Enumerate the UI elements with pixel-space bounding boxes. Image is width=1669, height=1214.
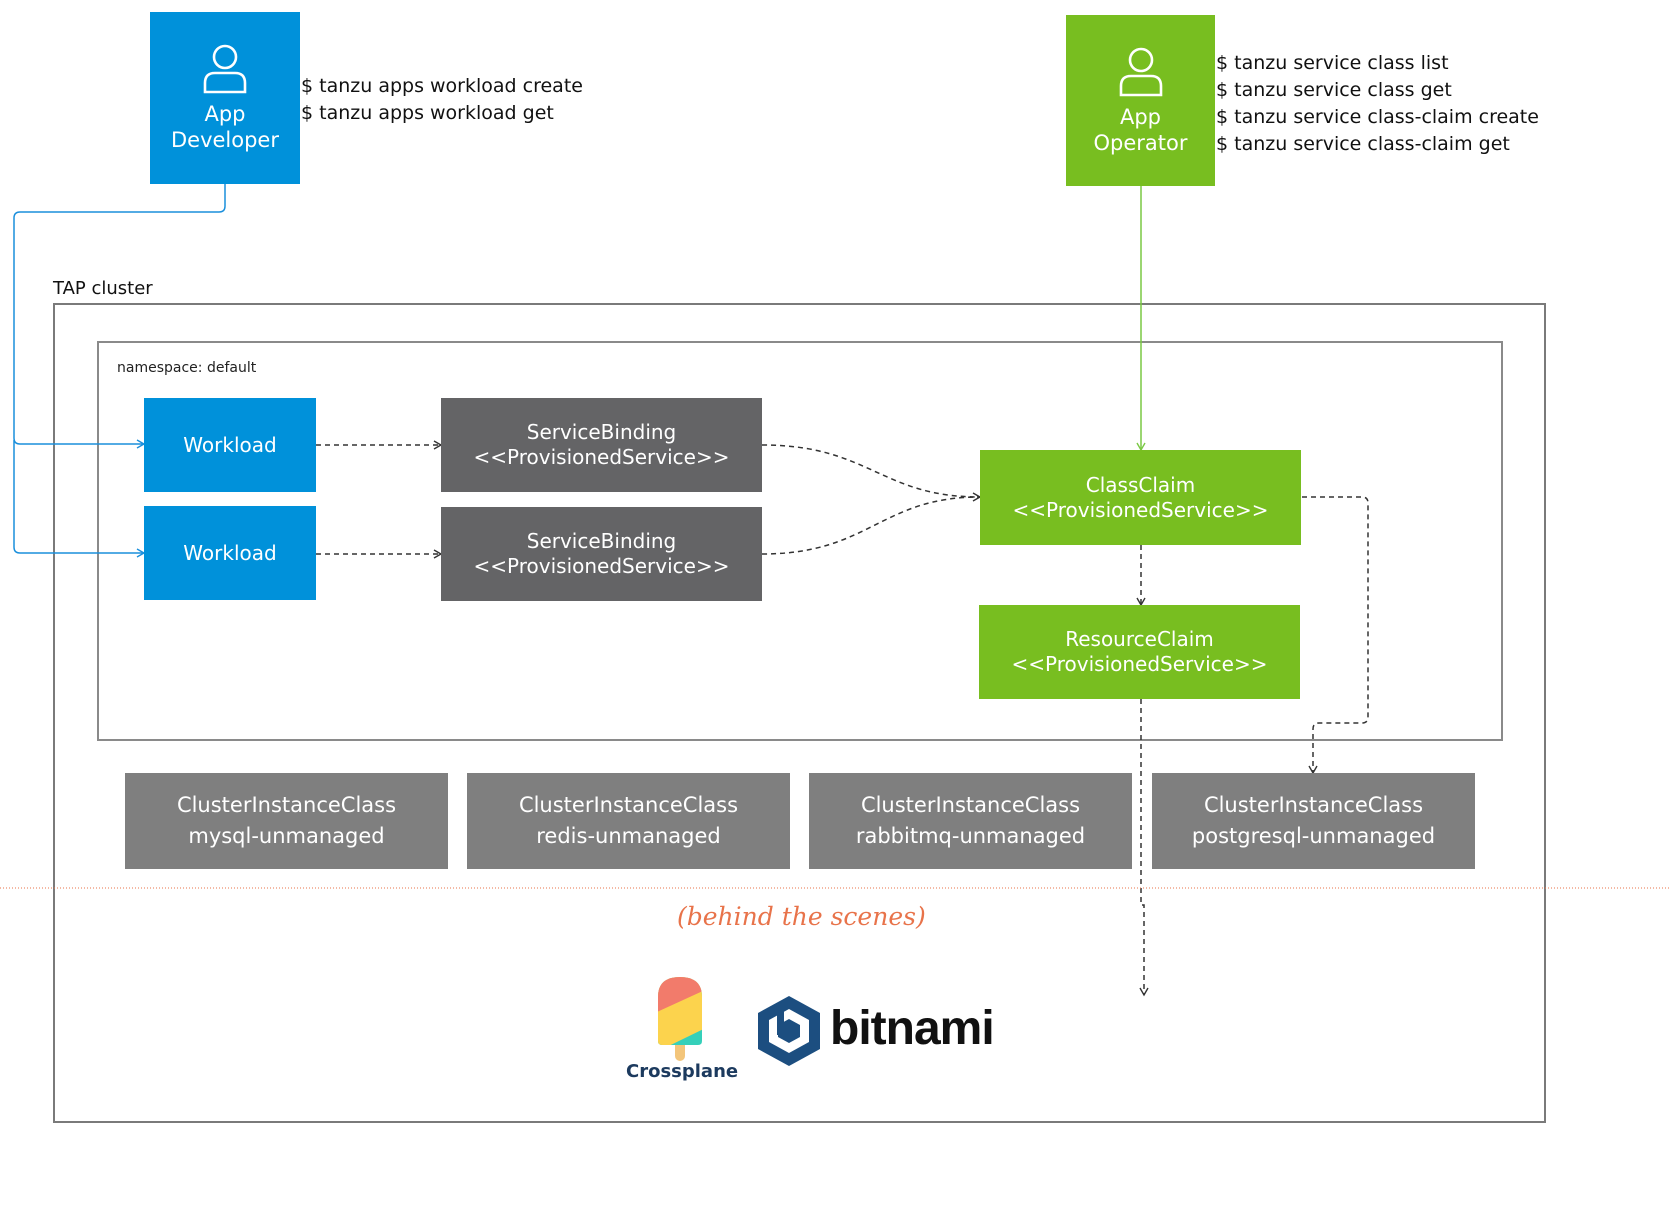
user-icon — [203, 44, 247, 94]
namespace-label: namespace: default — [117, 360, 257, 376]
classclaim-to-postgresql-connector — [1302, 496, 1369, 775]
binding-1-to-classclaim-connector — [761, 444, 982, 502]
bitnami-logo: bitnami — [754, 993, 995, 1069]
cluster-instance-class-rabbitmq[interactable]: ClusterInstanceClass rabbitmq-unmanaged — [809, 773, 1132, 869]
behind-the-scenes-label: (behind the scenes) — [677, 902, 926, 931]
bitnami-wordmark: bitnami — [830, 1002, 995, 1055]
app-operator-label: App Operator — [1093, 104, 1188, 155]
crossplane-logo: Crossplane — [626, 975, 739, 1085]
tap-cluster-border — [53, 303, 1546, 1123]
class-claim-node[interactable]: ClassClaim <<ProvisionedService>> — [980, 450, 1301, 545]
app-operator-actor: App Operator — [1066, 15, 1215, 186]
operator-command: $ tanzu service class get — [1216, 79, 1452, 101]
cluster-instance-class-postgresql[interactable]: ClusterInstanceClass postgresql-unmanage… — [1152, 773, 1475, 869]
developer-commands: $ tanzu apps workload create $ tanzu app… — [301, 73, 583, 127]
developer-command: $ tanzu apps workload get — [301, 102, 554, 124]
operator-commands: $ tanzu service class list $ tanzu servi… — [1216, 50, 1539, 158]
service-binding-node[interactable]: ServiceBinding <<ProvisionedService>> — [441, 507, 762, 601]
bitnami-hexagon-icon — [758, 996, 820, 1066]
operator-command: $ tanzu service class-claim create — [1216, 106, 1539, 128]
cluster-instance-class-redis[interactable]: ClusterInstanceClass redis-unmanaged — [467, 773, 790, 869]
app-developer-actor: App Developer — [150, 12, 300, 184]
developer-to-workload-1-connector — [13, 184, 226, 449]
developer-command: $ tanzu apps workload create — [301, 75, 583, 97]
workload-node[interactable]: Workload — [144, 506, 316, 600]
namespace-border — [97, 341, 1503, 741]
resourceclaim-to-backend-connector — [1139, 699, 1149, 997]
crossplane-popsicle-icon — [658, 977, 702, 1061]
binding-2-to-classclaim-connector — [761, 496, 981, 555]
cluster-instance-class-mysql[interactable]: ClusterInstanceClass mysql-unmanaged — [125, 773, 448, 869]
developer-to-workload-2-connector — [13, 440, 146, 558]
operator-command: $ tanzu service class-claim get — [1216, 133, 1510, 155]
resource-claim-node[interactable]: ResourceClaim <<ProvisionedService>> — [979, 605, 1300, 699]
app-developer-label: App Developer — [170, 102, 279, 152]
operator-command: $ tanzu service class list — [1216, 52, 1449, 74]
user-icon — [1119, 47, 1162, 96]
service-binding-node[interactable]: ServiceBinding <<ProvisionedService>> — [441, 398, 762, 492]
tap-cluster-label: TAP cluster — [53, 278, 153, 299]
workload-node[interactable]: Workload — [144, 398, 316, 492]
crossplane-wordmark: Crossplane — [626, 1061, 739, 1082]
